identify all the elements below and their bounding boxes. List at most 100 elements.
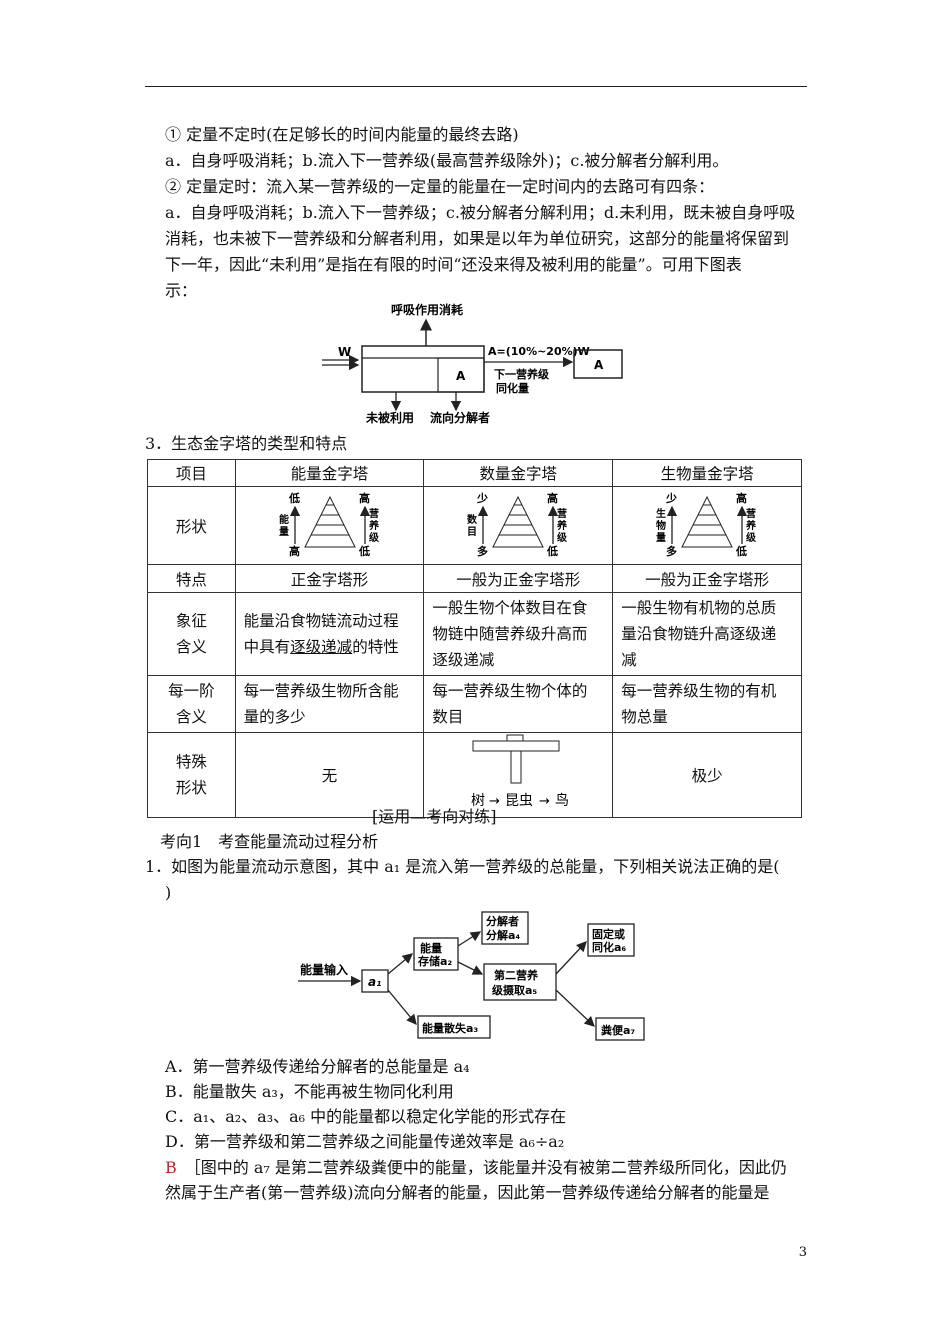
- practice-heading: [运用—考向对练]: [372, 807, 497, 826]
- dissipation-label: 能量散失a₃: [422, 1021, 478, 1035]
- question-1-stem: 1．如图为能量流动示意图，其中 a₁ 是流入第一营养级的总能量，下列相关说法正确…: [145, 857, 780, 876]
- chain-arrow: →: [489, 794, 500, 809]
- table-row: 特殊形状 无 树 → 昆虫 → 鸟 极少: [147, 732, 802, 818]
- biomass-pyramid-figure: 少 多 生 物 量 高 营 养 级 低: [656, 491, 757, 558]
- special-energy: 无: [234, 732, 425, 818]
- option-b: B．能量散失 a₃，不能再被生物同化利用: [165, 1082, 454, 1101]
- para-four-routes-1: a．自身呼吸消耗；b.流入下一营养级；c.被分解者分解利用；d.未利用，既未被自…: [165, 203, 796, 222]
- decomposer-label: 流向分解者: [430, 410, 490, 425]
- pyramid-shape: [492, 495, 545, 547]
- a1-label: a₁: [368, 975, 381, 989]
- direction-1-heading: 考向1 考查能量流动过程分析: [160, 832, 379, 851]
- para-indefinite-time: ① 定量不定时(在足够长的时间内能量的最终去路): [165, 125, 519, 144]
- a1-box: [361, 969, 389, 993]
- pyramid-top-label: 低: [288, 491, 300, 505]
- to-storage-arrow: [387, 953, 413, 975]
- feature-number: 一般为正金字塔形: [423, 564, 614, 593]
- row-label-shape: 形状: [147, 486, 236, 565]
- meaning-number: 一般生物个体数目在食物链中随营养级升高而逐级递减: [423, 592, 614, 676]
- decomposer-label-1: 分解者: [486, 914, 519, 928]
- pyramid-right-mid: 级: [556, 531, 568, 544]
- to-feces-arrow: [555, 989, 595, 1027]
- box-a-next-label: A: [594, 358, 604, 372]
- pyramid-right-mid: 级: [745, 531, 757, 544]
- pyramid-bottom-label: 多: [477, 544, 488, 558]
- feature-biomass: 一般为正金字塔形: [612, 564, 802, 593]
- para-definite-time: ② 定量定时：流入某一营养级的一定量的能量在一定时间内的去路可有四条：: [165, 177, 715, 196]
- table-row: 每一阶含义 每一营养级生物所含能量的多少 每一营养级生物个体的数目 每一营养级生…: [147, 675, 802, 733]
- each-biomass: 每一营养级生物的有机物总量: [612, 675, 802, 733]
- row-label-special-1: 特殊: [175, 753, 207, 771]
- each-number: 每一营养级生物个体的数目: [423, 675, 614, 733]
- table-header-item: 项目: [147, 459, 236, 487]
- row-label-special-2: 形状: [175, 779, 207, 797]
- second-level-label-1: 第二营养: [494, 968, 539, 982]
- fixed-box: [587, 923, 635, 957]
- pyramid-right-mid: 级: [368, 531, 380, 544]
- inverted-number-pyramid-figure: 树 → 昆虫 → 鸟: [471, 734, 569, 809]
- meaning-biomass: 一般生物有机物的总质量沿食物链升高逐级递减: [612, 592, 802, 676]
- pyramid-right-top: 高: [359, 491, 370, 505]
- pyramid-axis-char: 量: [279, 525, 289, 538]
- box-a: [437, 357, 485, 393]
- pyramid-right-mid: 养: [368, 519, 380, 532]
- table-header-biomass: 生物量金字塔: [612, 459, 802, 487]
- para-four-routes-2: 消耗，也未被下一营养级和分解者利用，如果是以年为单位研究，这部分的能量将保留到: [165, 229, 790, 248]
- underlined-term: 逐级递减: [290, 638, 353, 656]
- main-box: [361, 345, 485, 393]
- pyramid-right-bottom: 低: [358, 544, 370, 558]
- option-d: D．第一营养级和第二营养级之间能量传递效率是 a₆÷a₂: [165, 1132, 565, 1151]
- table-row: 象征含义 能量沿食物链流动过程中具有逐级递减的特性 一般生物个体数目在食物链中随…: [147, 592, 802, 676]
- chain-organism: 树: [471, 793, 485, 809]
- chain-organism: 昆虫: [505, 793, 533, 809]
- answer-letter: B: [165, 1158, 177, 1177]
- pyramid-right-mid: 养: [745, 519, 757, 532]
- pyramid-axis-char: 物: [656, 519, 666, 532]
- to-second-level-arrow: [457, 961, 484, 975]
- row-label-each-2: 含义: [175, 708, 207, 726]
- question-1-stem-end: ): [165, 883, 172, 902]
- answer-explanation-2: 然属于生产者(第一营养级)流向分解者的能量，因此第一营养级传递给分解者的能量是: [165, 1183, 770, 1202]
- feces-label: 粪便a₇: [601, 1023, 635, 1037]
- respiration-label: 呼吸作用消耗: [391, 302, 463, 317]
- second-level-label-2: 级摄取a₅: [491, 983, 537, 997]
- pyramid-right-mid: 营: [746, 507, 756, 520]
- energy-pyramid-figure: 低 高 能 量 高 营 养 级 低: [279, 491, 380, 558]
- option-c: C．a₁、a₂、a₃、a₆ 中的能量都以稳定化学能的形式存在: [165, 1107, 567, 1126]
- para-indefinite-routes: a．自身呼吸消耗；b.流入下一营养级(最高营养级除外)；c.被分解者分解利用。: [165, 151, 729, 170]
- to-dissipation-arrow: [387, 989, 417, 1026]
- row-label-meaning-1: 象征: [175, 612, 207, 630]
- each-energy: 每一营养级生物所含能量的多少: [234, 675, 425, 733]
- pyramid-right-mid: 营: [369, 507, 379, 520]
- para-four-routes-3: 下一年，因此“未利用”是指在有限的时间“还没来得及被利用的能量”。可用下图表: [165, 255, 742, 274]
- table-header-energy: 能量金字塔: [234, 459, 425, 487]
- page-number: 3: [798, 1245, 807, 1260]
- table-row: 项目 能量金字塔 数量金字塔 生物量金字塔: [147, 459, 802, 487]
- number-pyramid-figure: 少 多 数 目 高 营 养 级 低: [467, 491, 568, 558]
- second-level-box: [483, 963, 557, 1001]
- pyramid-right-top: 高: [736, 491, 747, 505]
- pyramid-axis-char: 目: [467, 526, 477, 538]
- fixed-label-1: 固定或: [592, 927, 625, 941]
- answer-line-1: B ［图中的 a₇ 是第二营养级粪便中的能量，该能量并没有被第二营养级所同化，因…: [165, 1157, 787, 1179]
- pyramid-axis-char: 量: [656, 531, 666, 544]
- unused-label: 未被利用: [365, 410, 414, 425]
- next-level-label-1: 下一营养级: [494, 367, 550, 381]
- row-label-feature: 特点: [147, 564, 236, 593]
- pyramid-right-mid: 营: [557, 507, 567, 520]
- chain-organism: 鸟: [555, 793, 569, 809]
- chain-arrow: →: [539, 794, 550, 809]
- answer-explanation-1: ［图中的 a₇ 是第二营养级粪便中的能量，该能量并没有被第二营养级所同化，因此仍: [192, 1158, 787, 1177]
- next-level-label-2: 同化量: [496, 381, 529, 395]
- to-decomposer-arrow: [457, 931, 482, 947]
- box-a-next: [573, 349, 623, 379]
- pyramid-right-bottom: 低: [735, 544, 747, 558]
- pyramid-right-bottom: 低: [546, 544, 558, 558]
- pyramid-top-label: 少: [665, 491, 677, 505]
- row-label-meaning-2: 含义: [175, 638, 207, 656]
- row-label-each-1: 每一阶: [168, 682, 215, 700]
- meaning-energy: 能量沿食物链流动过程中具有逐级递减的特性: [234, 592, 425, 676]
- pyramid-shape: [681, 495, 733, 547]
- para-four-routes-4: 示：: [165, 281, 198, 300]
- box-a-label: A: [456, 369, 466, 383]
